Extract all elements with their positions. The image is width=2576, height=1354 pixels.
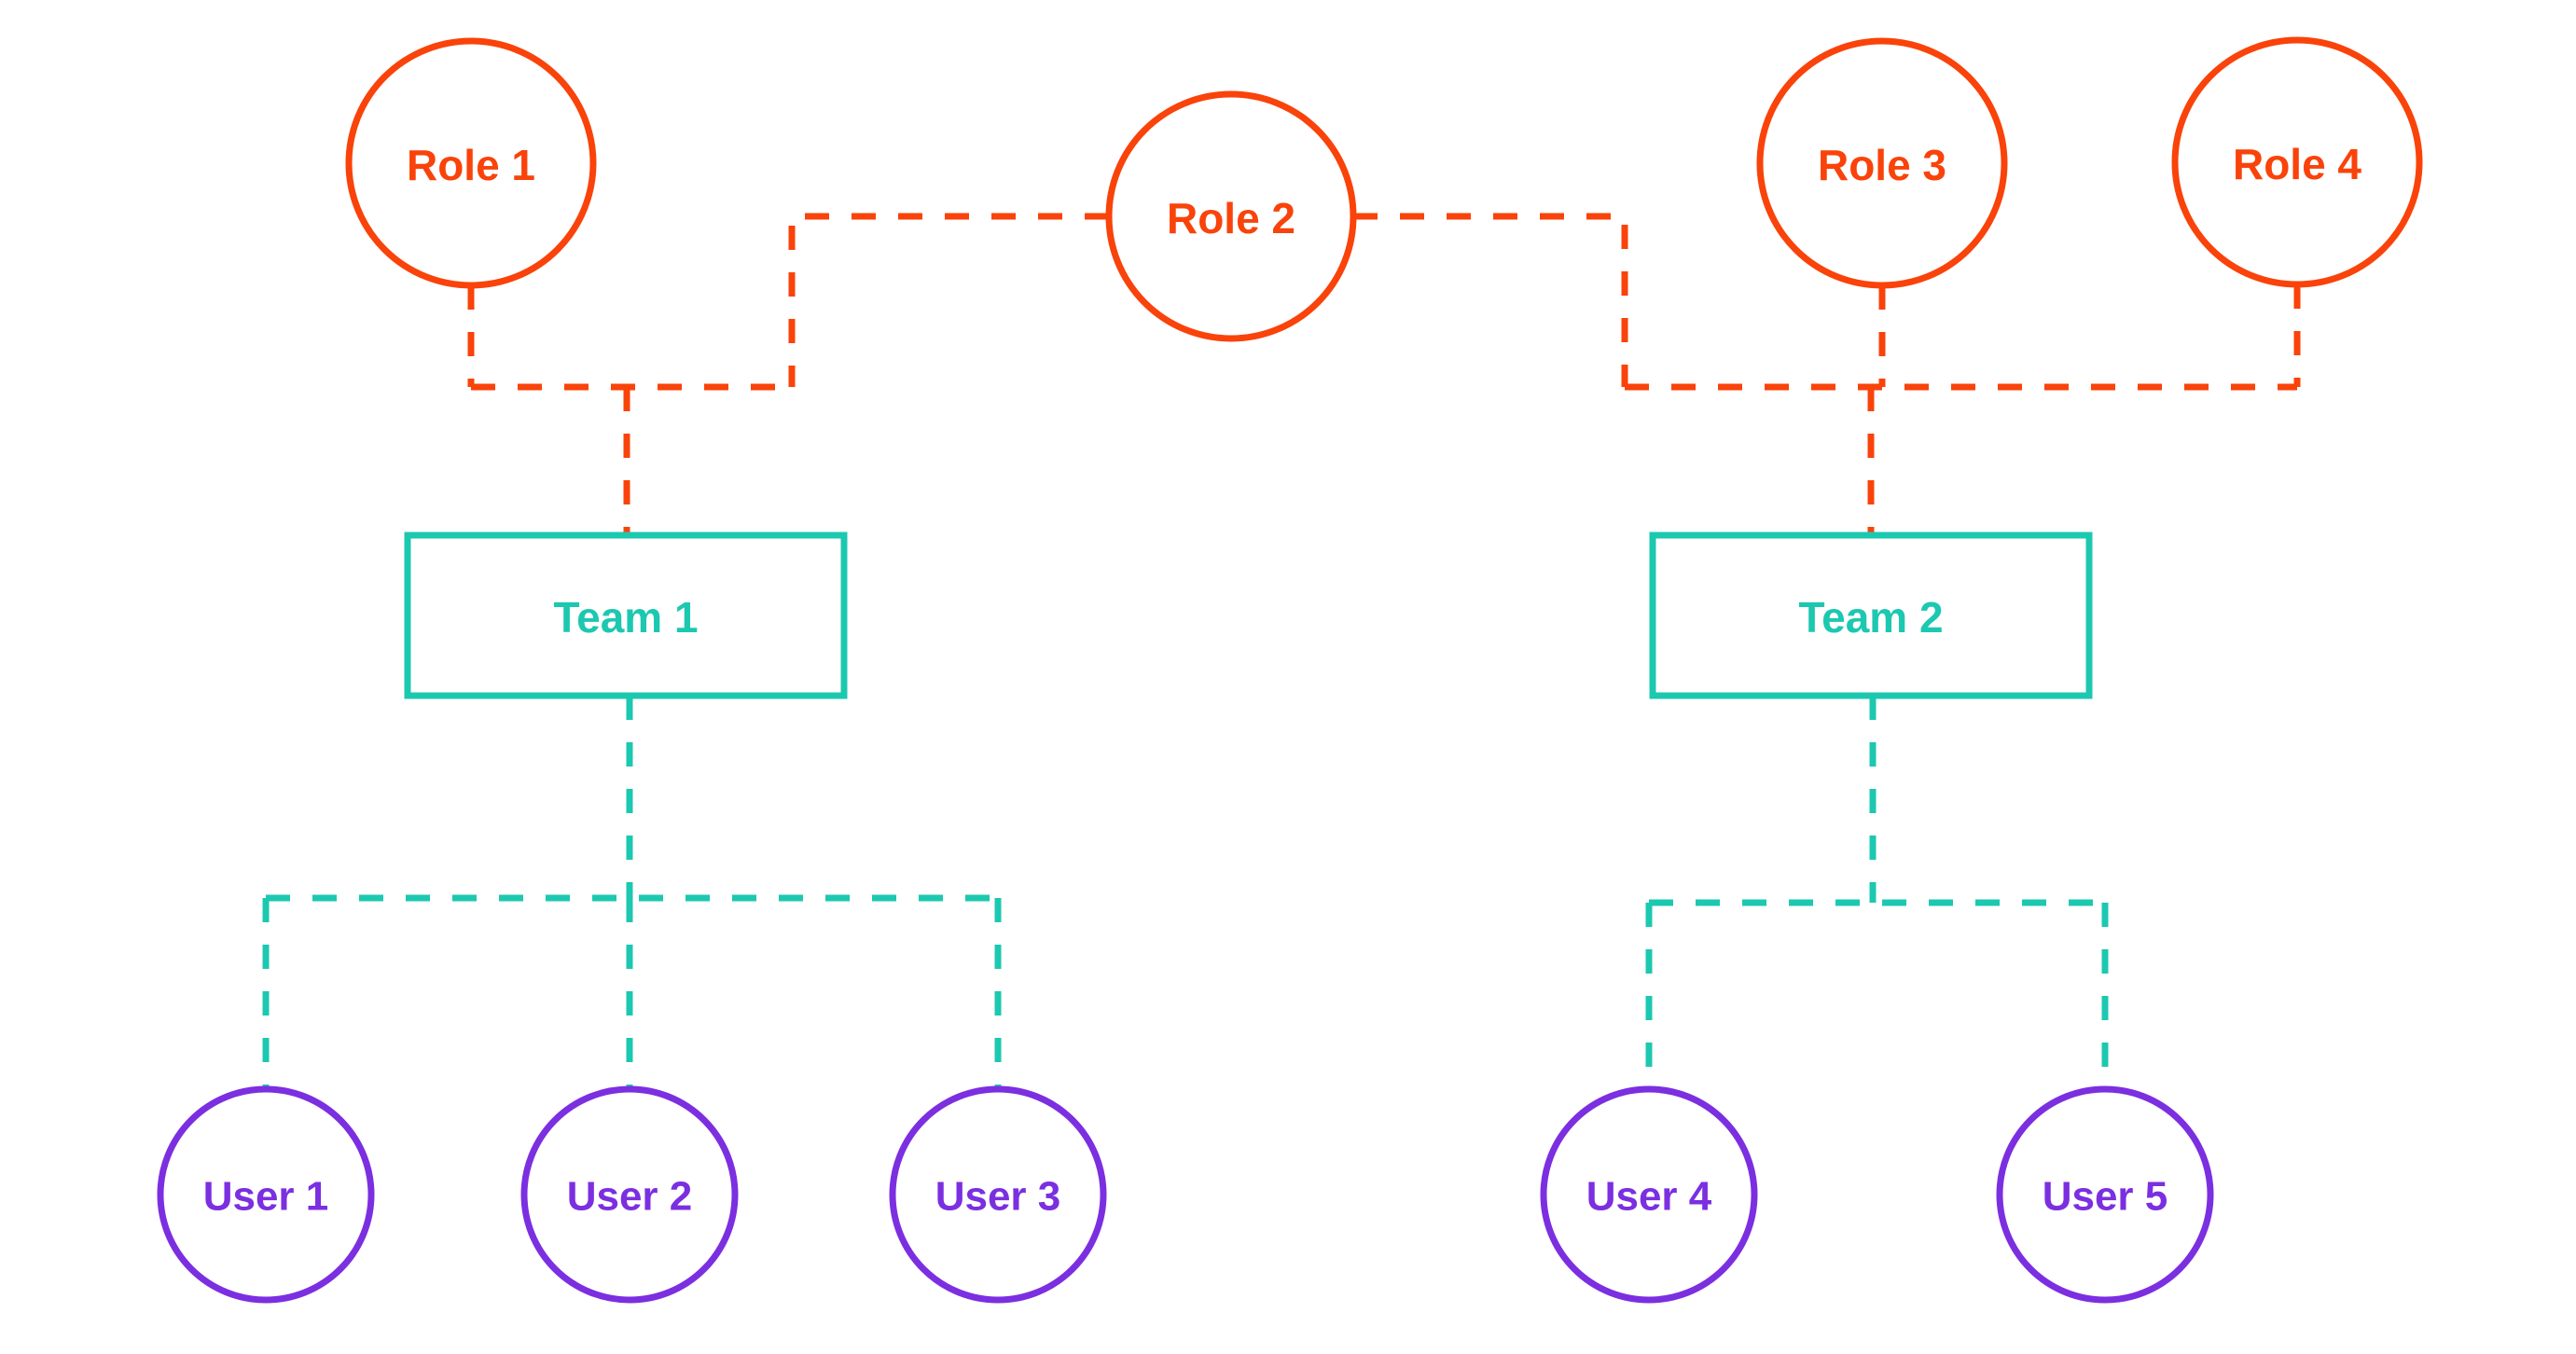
node-role-4[interactable]: Role 4 [2171, 36, 2423, 288]
role-label: Role 4 [2233, 140, 2361, 188]
node-user-4[interactable]: User 4 [1540, 1085, 1758, 1304]
role-to-team-connectors [467, 213, 2301, 535]
user-label: User 2 [567, 1174, 693, 1220]
node-role-2[interactable]: Role 2 [1105, 90, 1357, 342]
node-team-1[interactable]: Team 1 [404, 532, 848, 699]
node-team-2[interactable]: Team 2 [1649, 532, 2093, 699]
role-label: Role 3 [1818, 141, 1946, 189]
team-box[interactable] [1649, 532, 2093, 699]
user-nodes: User 1 User 2 User 3 User 4 User 5 [157, 1085, 2214, 1304]
node-user-1[interactable]: User 1 [157, 1085, 375, 1304]
team-label: Team 1 [553, 593, 698, 642]
node-user-3[interactable]: User 3 [889, 1085, 1107, 1304]
edge-role2-team2 [1353, 213, 1628, 387]
role-label: Role 1 [407, 141, 535, 189]
user-circle[interactable] [1540, 1085, 1758, 1304]
role-nodes: Role 1 Role 2 Role 3 Role 4 [345, 36, 2423, 342]
user-circle[interactable] [889, 1085, 1107, 1304]
user-circle[interactable] [157, 1085, 375, 1304]
role-circle[interactable] [345, 37, 597, 289]
role-circle[interactable] [2171, 36, 2423, 288]
user-label: User 4 [1586, 1174, 1712, 1220]
team-box[interactable] [404, 532, 848, 699]
node-user-2[interactable]: User 2 [520, 1085, 739, 1304]
node-role-1[interactable]: Role 1 [345, 37, 597, 289]
user-label: User 1 [203, 1174, 329, 1220]
user-label: User 5 [2043, 1174, 2168, 1220]
team-nodes: Team 1 Team 2 [404, 532, 2093, 699]
role-circle[interactable] [1105, 90, 1357, 342]
team-label: Team 2 [1798, 593, 1943, 642]
user-circle[interactable] [1996, 1085, 2214, 1304]
edge-role2-team1 [788, 213, 1109, 387]
node-user-5[interactable]: User 5 [1996, 1085, 2214, 1304]
role-circle[interactable] [1756, 37, 2008, 289]
role-label: Role 2 [1167, 194, 1295, 242]
user-label: User 3 [935, 1174, 1061, 1220]
team-to-user-connectors [262, 696, 2109, 1089]
node-role-3[interactable]: Role 3 [1756, 37, 2008, 289]
user-circle[interactable] [520, 1085, 739, 1304]
